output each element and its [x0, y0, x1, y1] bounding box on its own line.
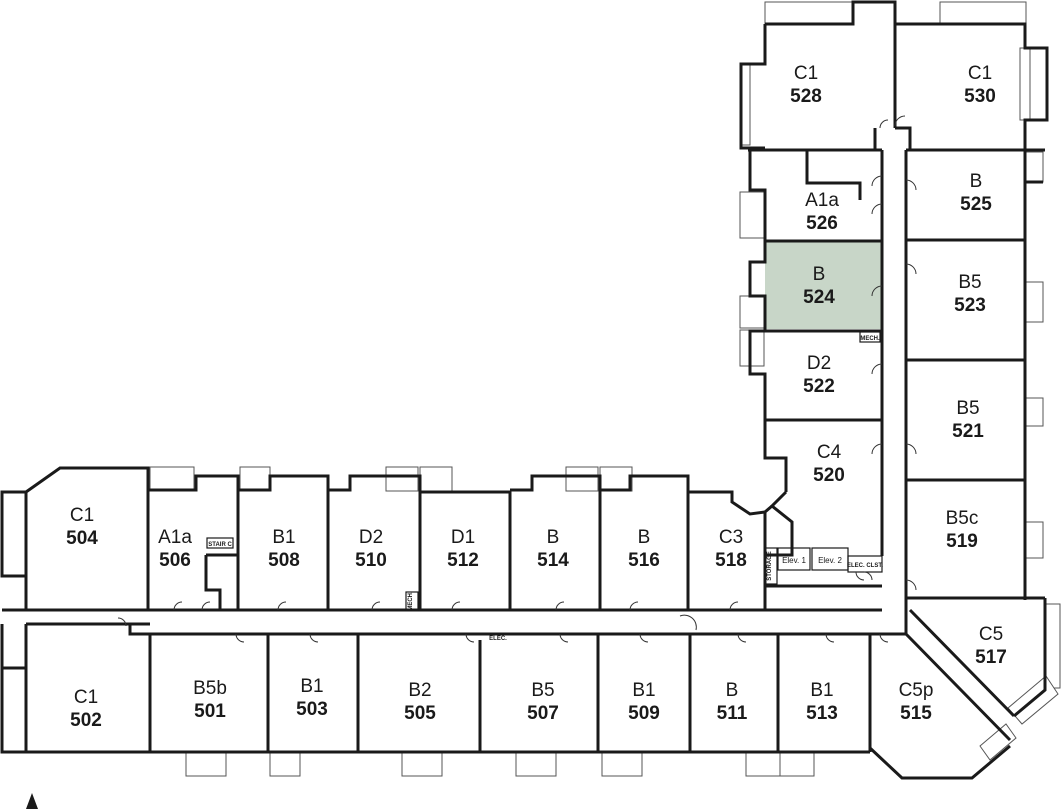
unit-number: 501	[194, 701, 226, 722]
unit-type: C1	[70, 505, 94, 526]
elevator-1-label: Elev. 1	[782, 556, 806, 565]
unit-type: C1	[968, 63, 992, 84]
stair-label: STAIR C	[208, 542, 232, 548]
unit-number: 524	[803, 287, 835, 308]
unit-number: 513	[806, 703, 838, 724]
unit-number: 520	[813, 465, 845, 486]
unit-type: B1	[300, 676, 323, 697]
elec-label: ELEC.	[489, 636, 507, 642]
unit-type: C5	[979, 624, 1003, 645]
unit-type: B	[813, 264, 826, 285]
windows	[1, 1, 1061, 777]
unit-number: 516	[628, 550, 660, 571]
unit-type: B1	[810, 680, 833, 701]
unit-number: 522	[803, 376, 835, 397]
unit-type: C1	[794, 63, 818, 84]
unit-type: D1	[451, 527, 475, 548]
unit-type: D2	[807, 353, 831, 374]
unit-number: 530	[964, 86, 996, 107]
unit-number: 518	[715, 550, 747, 571]
unit-number: 507	[527, 703, 559, 724]
mech-bottom-label: MECH.	[408, 591, 414, 611]
unit-type: B5b	[193, 678, 227, 699]
unit-number: 523	[954, 295, 986, 316]
unit-number: 506	[159, 550, 191, 571]
unit-number: 514	[537, 550, 569, 571]
highlighted-unit-fill	[765, 241, 882, 329]
unit-number: 503	[296, 699, 328, 720]
north-arrow-icon	[26, 793, 38, 809]
unit-number: 521	[952, 421, 984, 442]
unit-type: A1a	[158, 527, 192, 548]
unit-type: C1	[74, 687, 98, 708]
walls	[0, 0, 1049, 780]
unit-number: 528	[790, 86, 822, 107]
unit-number: 502	[70, 710, 102, 731]
unit-type: B1	[632, 680, 655, 701]
unit-number: 512	[447, 550, 479, 571]
unit-type: B1	[272, 527, 295, 548]
unit-type: A1a	[805, 190, 839, 211]
unit-number: 509	[628, 703, 660, 724]
unit-type: D2	[359, 527, 383, 548]
elec-closet-label: ELEC. CLST.	[847, 563, 883, 569]
elevator-2-label: Elev. 2	[818, 556, 842, 565]
unit-number: 510	[355, 550, 387, 571]
mech-top-label: MECH.	[860, 336, 880, 342]
unit-type: B	[638, 527, 651, 548]
unit-type: B5	[958, 272, 981, 293]
unit-number: 517	[975, 647, 1007, 668]
unit-number: 508	[268, 550, 300, 571]
unit-number: 504	[66, 528, 98, 549]
unit-type: B2	[408, 680, 431, 701]
unit-number: 505	[404, 703, 436, 724]
unit-number: 519	[946, 531, 978, 552]
unit-number: 526	[806, 213, 838, 234]
unit-number: 525	[960, 194, 992, 215]
unit-number: 515	[900, 703, 932, 724]
unit-type: C5p	[899, 680, 934, 701]
unit-type: B	[970, 171, 983, 192]
unit-type: B	[547, 527, 560, 548]
unit-type: B5c	[946, 508, 979, 529]
unit-type: B	[726, 680, 739, 701]
unit-type: C4	[817, 442, 842, 463]
doors	[117, 115, 917, 643]
unit-type: C3	[719, 527, 743, 548]
unit-type: B5	[531, 680, 554, 701]
storage-label: STORAGE	[767, 551, 773, 581]
unit-type: B5	[956, 398, 979, 419]
unit-number: 511	[717, 703, 748, 724]
